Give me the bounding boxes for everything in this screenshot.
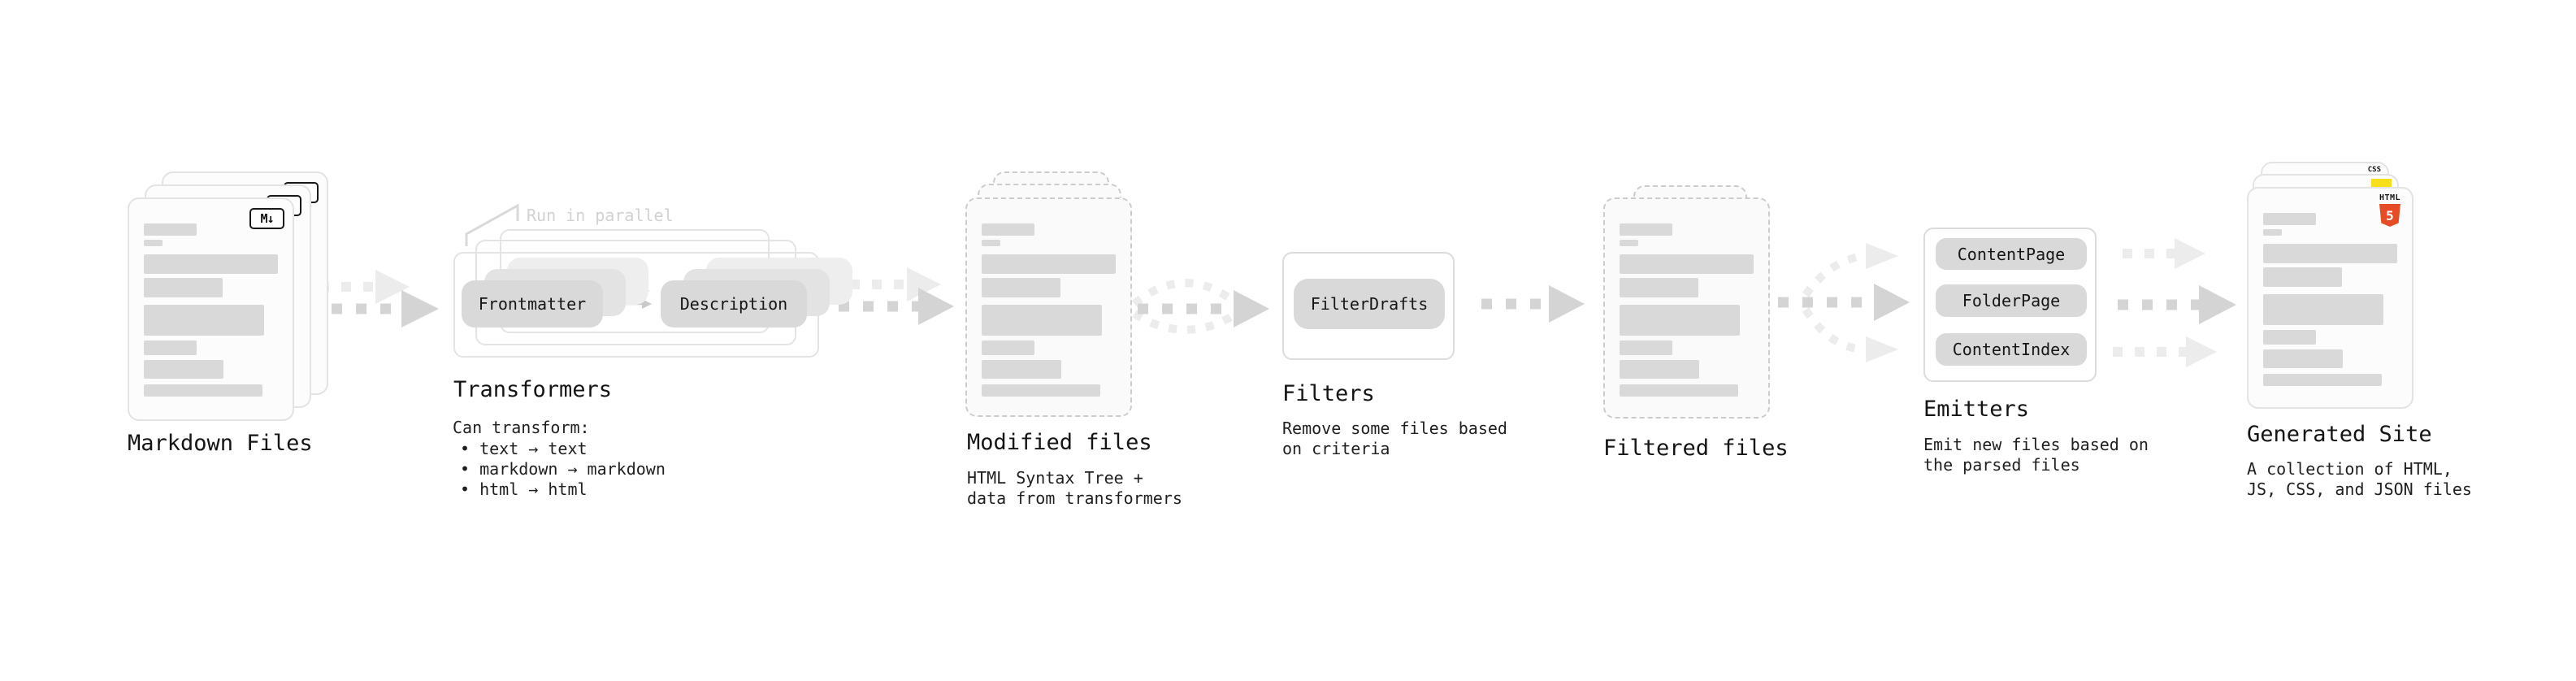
skeleton-line: [2263, 349, 2343, 368]
contentindex-emitter-button: ContentIndex: [1936, 333, 2087, 366]
skeleton-line: [1620, 340, 1672, 355]
desc-line: the parsed files: [1923, 455, 2080, 475]
skeleton-line: [144, 384, 262, 397]
skeleton-line: [144, 278, 223, 297]
transformers-bullets: • text → text • markdown → markdown • ht…: [460, 439, 666, 500]
skeleton-line: [144, 305, 264, 336]
stage-label-filters: Filters: [1282, 381, 1375, 406]
skeleton-line: [982, 360, 1061, 379]
file-content-skeleton: [1620, 223, 1754, 397]
bullet-text-to-text: • text → text: [460, 439, 588, 458]
desc-line: data from transformers: [967, 488, 1182, 508]
markdown-file-card-front: M↓: [128, 197, 294, 421]
markdown-icon: M↓: [249, 208, 284, 229]
skeleton-line: [1620, 254, 1754, 274]
desc-line: Remove some files based: [1282, 419, 1507, 438]
arrow-transformers-to-modified: [839, 267, 954, 325]
skeleton-line: [1620, 278, 1698, 297]
arrows-emitters-to-generated: [2113, 238, 2236, 367]
generated-site-desc: A collection of HTML, JS, CSS, and JSON …: [2247, 459, 2472, 500]
desc-line: on criteria: [1282, 439, 1390, 458]
desc-line: HTML Syntax Tree +: [967, 468, 1143, 488]
emitters-desc: Emit new files based on the parsed files: [1923, 435, 2149, 475]
stage-label-modified-files: Modified files: [967, 430, 1152, 455]
skeleton-line: [982, 305, 1102, 336]
transformers-desc-title: Can transform:: [453, 418, 590, 437]
skeleton-line: [1620, 305, 1740, 336]
skeleton-line: [982, 340, 1034, 355]
bullet-html-to-html: • html → html: [460, 479, 588, 499]
skeleton-line: [982, 223, 1034, 236]
arrow-filters-to-filtered: [1481, 285, 1585, 323]
desc-line: A collection of HTML,: [2247, 459, 2452, 479]
arrow-filtered-to-emitters-fork: [1778, 243, 1910, 362]
skeleton-line: [2263, 330, 2316, 345]
skeleton-line: [982, 278, 1060, 297]
skeleton-line: [144, 360, 223, 379]
skeleton-line: [2263, 213, 2316, 225]
skeleton-line: [1620, 240, 1638, 246]
skeleton-line: [1620, 360, 1699, 379]
file-content-skeleton: [982, 223, 1116, 397]
run-in-parallel-note: Run in parallel: [527, 206, 674, 225]
filterdrafts-button: FilterDrafts: [1294, 279, 1445, 329]
bullet-markdown-to-markdown: • markdown → markdown: [460, 459, 666, 479]
stage-label-generated-site: Generated Site: [2247, 422, 2432, 447]
skeleton-line: [144, 340, 197, 355]
contentpage-emitter-button: ContentPage: [1936, 238, 2087, 270]
filtered-file-card-front: [1603, 197, 1770, 419]
skeleton-line: [144, 240, 163, 246]
skeleton-line: [2263, 244, 2397, 263]
arrow-modified-to-filters-merge: [1131, 279, 1269, 334]
folderpage-emitter-button: FolderPage: [1936, 284, 2087, 317]
skeleton-line: [1620, 223, 1672, 236]
html5-icon: HTML 5: [2379, 194, 2400, 227]
skeleton-line: [982, 384, 1100, 397]
skeleton-line: [982, 240, 1000, 246]
stage-label-emitters: Emitters: [1923, 397, 2030, 422]
skeleton-line: [2263, 294, 2383, 325]
modified-files-desc: HTML Syntax Tree + data from transformer…: [967, 468, 1182, 509]
skeleton-line: [144, 223, 197, 236]
skeleton-line: [2263, 267, 2342, 287]
skeleton-line: [982, 254, 1116, 274]
filters-desc: Remove some files based on criteria: [1282, 419, 1507, 459]
skeleton-line: [2263, 229, 2282, 236]
html5-icon-label: HTML: [2379, 193, 2401, 202]
stage-label-markdown-files: Markdown Files: [128, 431, 313, 456]
generated-html-file-card: HTML 5: [2247, 187, 2413, 409]
skeleton-line: [2263, 374, 2382, 386]
skeleton-line: [1620, 384, 1738, 397]
desc-line: Emit new files based on: [1923, 435, 2149, 454]
stage-label-transformers: Transformers: [453, 377, 613, 402]
description-transformer-button: Description: [661, 280, 807, 327]
desc-line: JS, CSS, and JSON files: [2247, 479, 2472, 499]
stage-label-filtered-files: Filtered files: [1603, 436, 1789, 461]
skeleton-line: [144, 254, 278, 274]
html5-icon-shield: 5: [2379, 204, 2400, 227]
file-content-skeleton: [2263, 213, 2397, 386]
frontmatter-transformer-button: Frontmatter: [462, 280, 603, 327]
file-content-skeleton: [144, 223, 278, 397]
modified-file-card-front: [965, 197, 1132, 417]
